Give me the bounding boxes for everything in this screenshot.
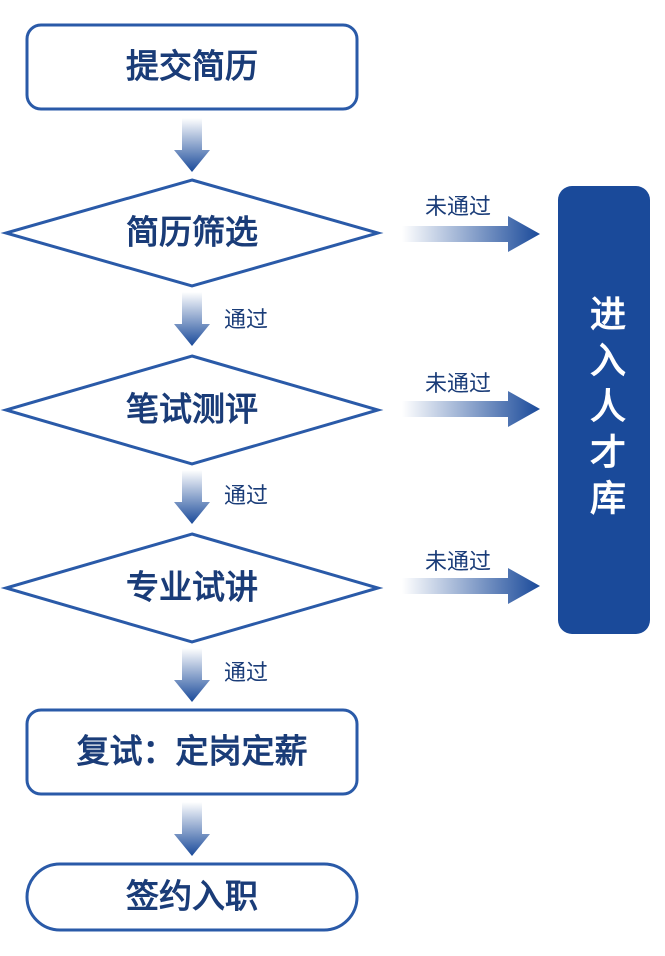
second-interview-label: 复试：定岗定薪: [77, 732, 308, 771]
written-test-label: 笔试测评: [126, 390, 258, 429]
pass-label-3: 通过: [224, 661, 268, 686]
resume-screening-label: 简历筛选: [126, 213, 258, 252]
submit-resume-label: 提交简历: [126, 47, 258, 86]
second-interview-box: [25, 708, 359, 796]
fail-label-3: 未通过: [425, 550, 491, 575]
sign-onboard-label: 签约入职: [126, 877, 258, 916]
down-arrow-1: [174, 118, 210, 172]
fail-label-1: 未通过: [425, 195, 491, 220]
down-arrow-5: [174, 802, 210, 856]
down-arrow-3: [174, 470, 210, 524]
down-arrow-2: [174, 292, 210, 346]
fail-arrow-2: [402, 391, 540, 427]
pass-label-1: 通过: [224, 308, 268, 333]
fail-arrow-3: [402, 568, 540, 604]
fail-label-2: 未通过: [425, 372, 491, 397]
fail-arrow-1: [402, 216, 540, 252]
written-test-diamond: [0, 354, 384, 466]
pass-label-2: 通过: [224, 484, 268, 509]
trial-lecture-diamond: [0, 532, 384, 644]
talent-pool-label: 进入人才库: [584, 295, 625, 525]
sign-onboard-box: [25, 862, 359, 932]
talent-pool-box: 进入人才库: [558, 186, 650, 634]
resume-screening-diamond: [0, 178, 384, 288]
trial-lecture-label: 专业试讲: [126, 568, 258, 607]
submit-resume-box: [25, 23, 359, 111]
down-arrow-4: [174, 648, 210, 702]
